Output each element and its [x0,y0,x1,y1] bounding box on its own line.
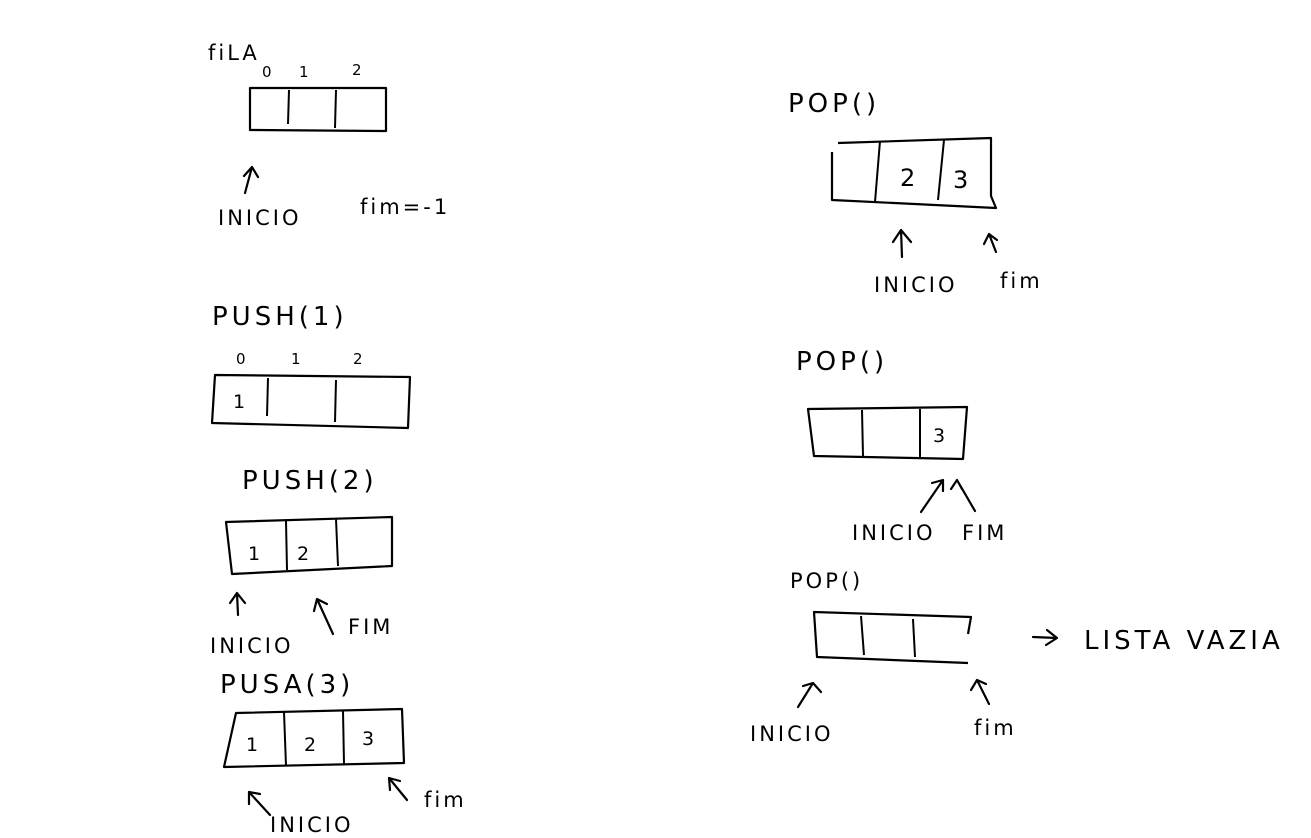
fila-queue-box [248,86,388,133]
pop2-inicio-label: INICIO [852,521,935,545]
fila-divider [334,89,337,129]
pop1-inicio-label: INICIO [874,273,957,297]
push2-title: PUSH(2) [242,466,378,496]
push3-cell-0: 1 [246,734,258,756]
fila-divider [287,89,290,125]
pop1-cell-1: 2 [900,164,915,192]
pop2-cell-2: 3 [933,425,945,447]
push3-divider [342,710,345,765]
fila-index-1: 1 [299,63,309,81]
push3-fim-label: fim [424,788,467,812]
push1-index-0: 0 [236,350,246,368]
push1-index-1: 1 [291,350,301,368]
fila-title: fiLA [208,41,260,65]
push3-step: PUSA(3) 1 2 3 INICIO fim [220,670,467,837]
pop3-step: POP() LISTA VAZIA INICIO fim [750,569,1284,746]
fila-index-0: 0 [262,63,272,81]
push3-fim-arrow [387,776,409,802]
pop1-queue-box [830,136,998,210]
push1-queue-box [210,373,412,430]
pop2-step: POP() 3 INICIO FIM [796,347,1007,545]
push2-queue-box [224,515,394,576]
push2-step: PUSH(2) 1 2 INICIO FIM [210,466,394,658]
pop1-step: POP() 2 3 INICIO fim [788,89,1043,297]
pop1-title: POP() [788,89,880,119]
fila-index-2: 2 [352,61,362,79]
push1-divider [334,379,337,423]
push1-title: PUSH(1) [212,302,348,332]
fila-inicio-arrow [242,165,260,195]
pop2-queue-box [806,405,969,461]
push2-inicio-arrow [228,591,247,617]
push3-cell-2: 3 [362,728,374,750]
pop1-inicio-arrow [891,228,913,259]
pop3-divider [912,618,916,658]
pop1-divider [874,140,881,203]
push1-step: PUSH(1) 0 1 2 1 [210,302,412,430]
pop3-result-arrow [1031,628,1059,647]
push2-fim-arrow [312,597,335,636]
pop1-divider [937,139,945,201]
fila-step: fiLA 0 1 2 INICIO fim=-1 [208,41,450,230]
pop3-divider [860,615,865,656]
pop3-inicio-arrow [796,681,823,709]
pop2-divider [861,409,864,457]
push2-cell-0: 1 [248,543,260,565]
pop2-fim-label: FIM [962,521,1007,545]
pop3-inicio-label: INICIO [750,722,833,746]
push1-divider [266,377,269,417]
push2-divider [285,520,288,571]
pop3-title: POP() [790,569,863,593]
push2-cell-1: 2 [297,543,309,565]
pop3-queue-box [812,610,973,665]
pop3-result-label: LISTA VAZIA [1084,626,1284,656]
push3-inicio-label: INICIO [270,813,353,837]
pop3-fim-label: fim [974,716,1017,740]
pop2-inicio-arrow [919,478,945,514]
push3-cell-1: 2 [304,734,316,756]
push2-divider [335,518,339,567]
pop1-fim-arrow [982,232,999,254]
push1-index-2: 2 [353,350,363,368]
pop2-title: POP() [796,347,888,377]
fila-fim-label: fim=-1 [360,195,450,219]
pop1-fim-label: fim [1000,269,1043,293]
pop1-cell-2: 3 [953,166,968,194]
push3-divider [283,711,287,767]
push3-inicio-arrow [247,790,272,817]
pop2-fim-arrow [949,478,977,513]
push3-queue-box [222,707,406,769]
pop3-fim-arrow [969,678,991,706]
push3-title: PUSA(3) [220,670,354,700]
fila-inicio-label: INICIO [218,206,301,230]
push2-fim-label: FIM [348,615,393,639]
push1-cell-0: 1 [233,391,245,413]
push2-inicio-label: INICIO [210,634,293,658]
